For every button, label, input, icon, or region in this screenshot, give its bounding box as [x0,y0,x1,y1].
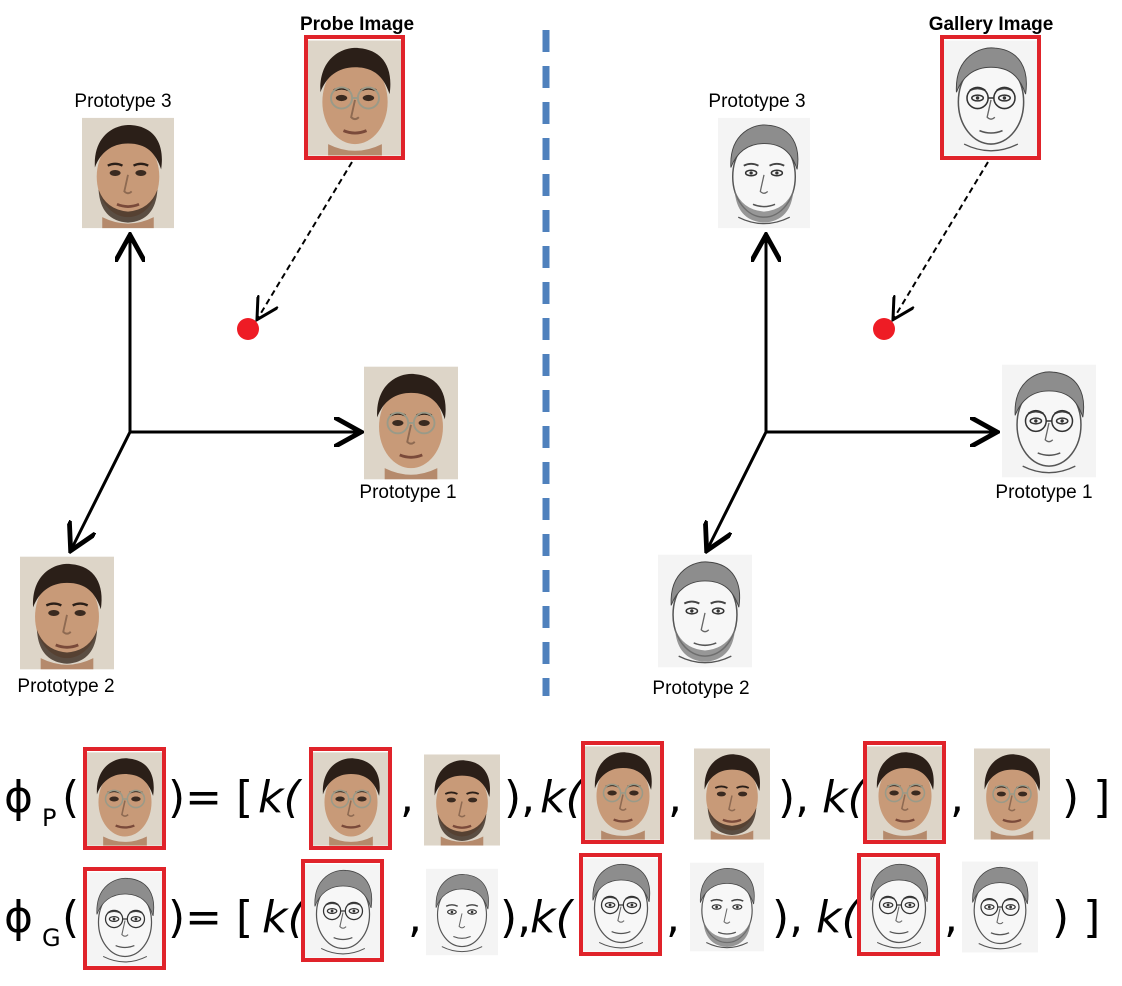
axis-prototype-2 [708,431,768,548]
face-sketch-icon [86,872,164,966]
gallery-image-label: Gallery Image [929,14,1054,35]
face-photo-icon [86,752,164,846]
comma: , [400,772,414,823]
face-photo-icon [364,367,458,480]
kernel-k: k( [540,772,584,823]
right-prototype-3-label: Prototype 3 [708,91,805,112]
phi-symbol: ϕ [4,772,33,823]
kernel-k: k( [816,892,860,943]
close-bracket: ) ] [1062,772,1110,823]
axis-prototype-2 [72,431,132,548]
equals-bracket: )= [ [168,892,253,943]
left-prototype-2-label: Prototype 2 [17,676,114,697]
face-photo-icon [20,557,114,670]
subscript-p: P [42,804,56,832]
highlight-box [857,853,940,956]
equation-probe: ϕ P ( )= [ k( , ), k( , ), k( , ) ] [4,741,1110,850]
kernel-k: k( [822,772,866,823]
close-comma: ), [500,892,531,943]
close-comma: ), [772,892,803,943]
comma: , [944,892,958,943]
close-comma: ), [504,772,535,823]
gallery-highlight-box [940,35,1041,160]
probe-image-label: Probe Image [300,14,414,35]
right-prototype-1-label: Prototype 1 [995,482,1092,503]
close-comma: ), [778,772,809,823]
right-prototype-2-label: Prototype 2 [652,678,749,699]
comma: , [666,892,680,943]
open-paren: ( [62,772,79,823]
face-sketch-icon [962,861,1038,952]
right-panel: Gallery Image Prototype 3 Prototype 1 Pr… [652,14,1096,699]
highlight-box [83,867,166,970]
face-photo-icon [307,40,403,155]
projection-point [237,318,259,340]
face-sketch-icon [1002,365,1096,478]
face-sketch-icon [304,864,382,958]
highlight-box [309,747,392,850]
face-photo-icon [424,754,500,845]
equals-bracket: )= [ [168,772,253,823]
highlight-box [863,741,946,844]
face-photo-icon [866,746,944,840]
face-sketch-icon [426,868,498,956]
comma: , [950,772,964,823]
left-panel: Probe Image Prototype 3 Prototype 1 Prot… [17,14,458,697]
highlight-box [83,747,166,850]
highlight-box [301,859,384,962]
face-photo-icon [974,748,1050,839]
comma: , [408,892,422,943]
face-photo-icon [694,748,770,839]
equation-gallery: ϕ G ( )= [ k( , ), k( , ), k( , ) ] [4,853,1100,970]
face-sketch-icon [690,863,764,952]
face-photo-icon [82,118,174,228]
probe-highlight-box [304,35,405,160]
face-sketch-icon [860,858,938,952]
phi-symbol: ϕ [4,892,33,943]
kernel-k: k( [530,892,574,943]
open-paren: ( [62,892,79,943]
projection-arrow [894,161,989,318]
comma: , [668,772,682,823]
face-sketch-icon [718,118,810,228]
projection-point [873,318,895,340]
left-prototype-3-label: Prototype 3 [74,91,171,112]
kernel-k: k( [258,772,302,823]
close-bracket: ) ] [1052,892,1100,943]
kernel-k: k( [262,892,306,943]
left-prototype-1-label: Prototype 1 [359,482,456,503]
subscript-g: G [42,924,61,952]
face-sketch-icon [582,858,660,952]
highlight-box [581,741,664,844]
face-photo-icon [584,746,662,840]
face-sketch-icon [943,40,1039,155]
highlight-box [579,853,662,956]
projection-arrow [258,161,353,318]
face-photo-icon [312,752,390,846]
face-sketch-icon [658,555,752,668]
